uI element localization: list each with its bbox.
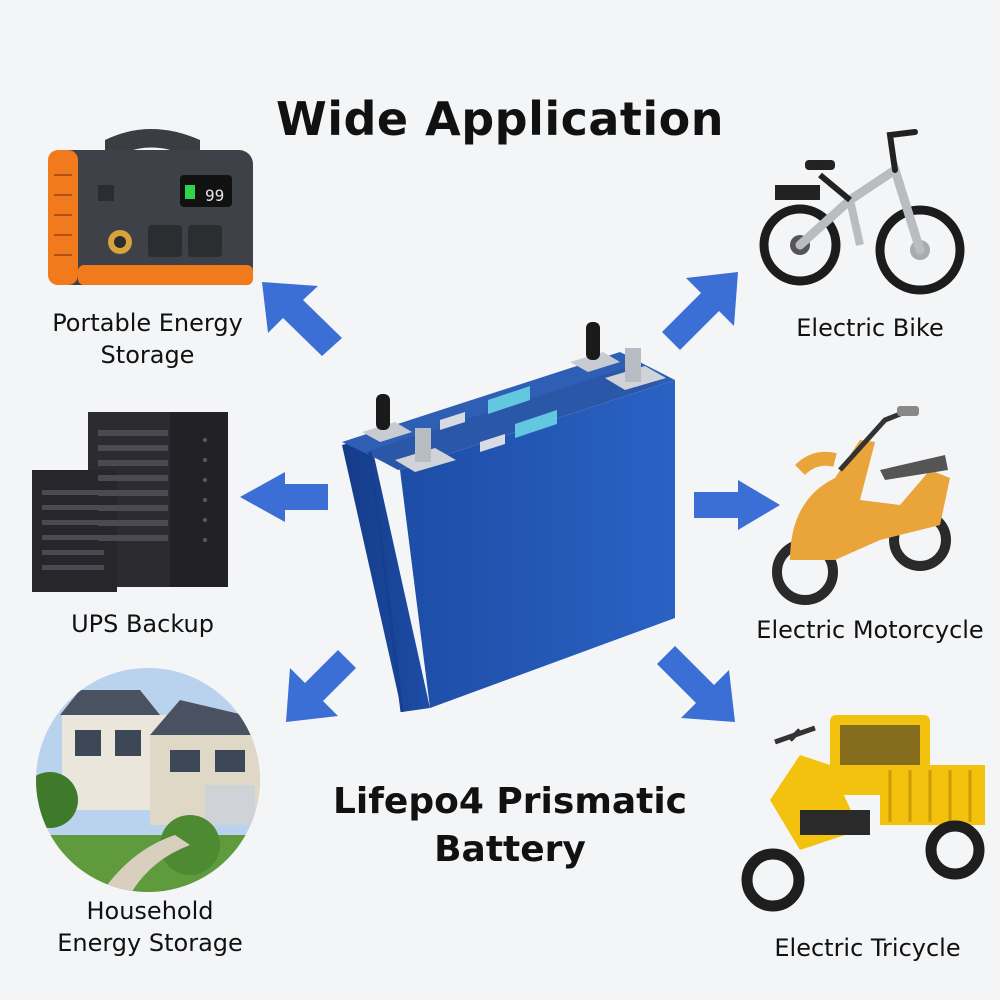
electric-bike-image xyxy=(759,129,965,295)
arrow-to-bike xyxy=(662,272,738,350)
arrow-to-household xyxy=(286,650,356,722)
arrow-to-portable xyxy=(262,282,342,356)
page-title: Wide Application xyxy=(275,92,725,146)
label-portable-line1: Portable Energy xyxy=(52,309,243,337)
label-electric-bike: Electric Bike xyxy=(796,314,944,342)
label-household-line1: Household xyxy=(86,897,214,925)
power-station-display: 99 xyxy=(205,186,224,205)
label-household-energy-storage: Household Energy Storage xyxy=(30,895,270,959)
label-portable-line2: Storage xyxy=(100,341,195,369)
product-title-line2: Battery xyxy=(434,829,586,870)
product-title-line1: Lifepo4 Prismatic xyxy=(332,781,688,822)
product-title: Lifepo4 Prismatic Battery xyxy=(300,778,720,874)
electric-motorcycle-image xyxy=(772,406,951,605)
arrow-to-motorcycle xyxy=(694,480,780,530)
portable-power-station-image: 99 xyxy=(48,129,253,285)
arrow-to-ups xyxy=(240,472,328,522)
label-household-line2: Energy Storage xyxy=(57,929,243,957)
ups-backup-image xyxy=(32,412,228,592)
lifepo4-battery-illustration xyxy=(342,322,675,713)
arrow-to-tricycle xyxy=(657,646,735,722)
label-portable-energy-storage: Portable Energy Storage xyxy=(30,307,265,371)
label-electric-motorcycle: Electric Motorcycle xyxy=(756,616,984,644)
electric-tricycle-image xyxy=(741,715,985,912)
label-electric-tricycle: Electric Tricycle xyxy=(774,934,961,962)
label-ups-backup: UPS Backup xyxy=(71,610,214,638)
household-house-image xyxy=(36,668,260,892)
